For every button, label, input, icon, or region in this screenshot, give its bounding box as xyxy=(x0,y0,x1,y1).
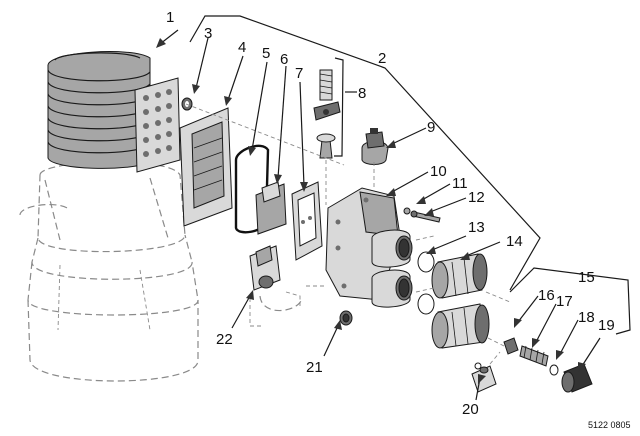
leader-lines xyxy=(159,29,601,401)
callout-12: 12 xyxy=(468,189,485,206)
callout-22: 22 xyxy=(216,331,233,348)
callout-17: 17 xyxy=(556,293,573,310)
callout-2: 2 xyxy=(378,50,386,67)
callout-21: 21 xyxy=(306,359,323,376)
callout-3: 3 xyxy=(204,25,212,42)
callout-6: 6 xyxy=(280,51,288,68)
callout-13: 13 xyxy=(468,219,485,236)
callout-4: 4 xyxy=(238,39,246,56)
header-seal-plate xyxy=(291,181,323,261)
callout-20: 20 xyxy=(462,401,479,418)
callout-18: 18 xyxy=(578,309,595,326)
callout-19: 19 xyxy=(598,317,615,334)
manifold-plug xyxy=(339,310,353,326)
callout-11: 11 xyxy=(452,175,468,192)
pressure-switch-assembly xyxy=(249,245,326,327)
union-o-rings xyxy=(417,251,435,315)
callout-15: 15 xyxy=(578,269,595,286)
assembly-centerlines xyxy=(185,103,511,365)
callout-14: 14 xyxy=(506,233,523,250)
drain-valve-kit xyxy=(503,337,593,393)
callout-10: 10 xyxy=(430,163,447,180)
union-tailpieces xyxy=(431,253,490,349)
callout-8: 8 xyxy=(358,85,366,102)
callout-16: 16 xyxy=(538,287,555,304)
screw-and-washer xyxy=(403,207,441,223)
drain-plug-fitting xyxy=(471,362,497,393)
callout-5: 5 xyxy=(262,45,270,62)
heat-exchanger-coil xyxy=(47,51,181,173)
callout-1: 1 xyxy=(166,9,174,26)
callout-labels: 1 2 3 4 5 6 7 8 9 10 11 12 13 14 15 16 1… xyxy=(166,9,615,418)
assembly-bracket-15 xyxy=(509,267,631,335)
header-gasket xyxy=(179,107,233,227)
manifold-body xyxy=(325,187,413,308)
relief-valve-assembly xyxy=(313,69,341,159)
callout-7: 7 xyxy=(295,65,303,82)
tank-outline xyxy=(19,161,199,382)
callout-9: 9 xyxy=(427,119,435,136)
air-relief-valve xyxy=(361,128,389,165)
assembly-bracket-2 xyxy=(189,15,541,291)
leader-arrowheads xyxy=(156,38,586,384)
drawing-reference-code: 5122 0805 xyxy=(588,420,631,430)
flow-diverter xyxy=(255,181,287,235)
